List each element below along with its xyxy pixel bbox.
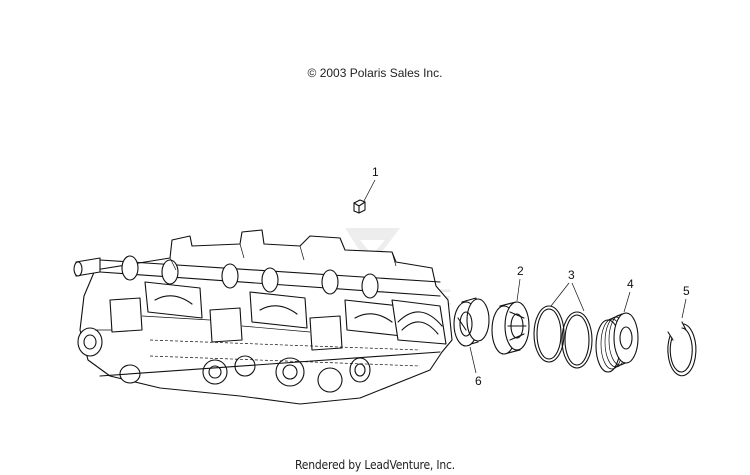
part-3-o-rings [533,305,593,369]
part-1-small-block [353,199,366,214]
part-2-bearing [491,301,530,355]
part-5-snap-ring [667,321,697,377]
part-6-cap [453,297,490,347]
part-4-pulley [595,312,639,373]
rendered-by-text: Rendered by LeadVenture, Inc. [295,458,455,472]
copyright-text: © 2003 Polaris Sales Inc. [307,66,443,80]
svg-text:4: 4 [627,277,634,291]
callout-4: 4 [623,277,634,313]
callout-2: 2 [516,264,524,302]
callout-3: 3 [550,268,585,312]
svg-text:6: 6 [475,374,482,388]
svg-text:5: 5 [683,284,690,298]
svg-text:2: 2 [517,264,524,278]
callout-1: 1 [363,165,379,202]
svg-text:1: 1 [372,165,379,179]
callout-6: 6 [469,346,482,388]
callout-5: 5 [681,284,690,319]
cylinder-head [73,229,453,405]
svg-text:3: 3 [568,268,575,282]
